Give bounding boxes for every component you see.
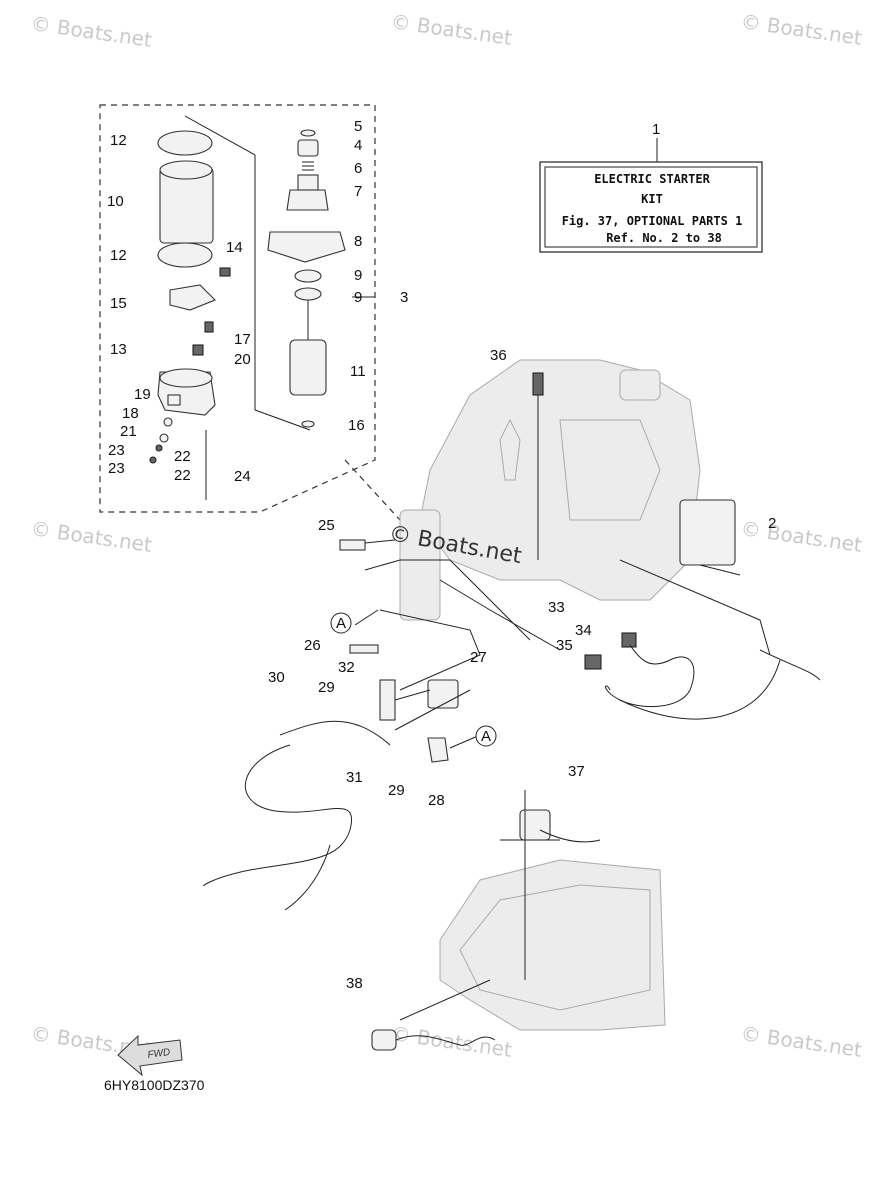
leader-lines: [354, 395, 771, 749]
clip-5: [300, 129, 316, 137]
brush-17: [204, 321, 214, 333]
callout-label: 12: [110, 247, 127, 264]
callout-label: 34: [575, 622, 592, 639]
callout-label: 6: [354, 160, 362, 177]
callout-label: 37: [568, 763, 585, 780]
assembly-line: [184, 115, 311, 431]
callout-label: 5: [354, 118, 362, 135]
callout-label: 31: [346, 769, 363, 786]
installed-starter: [339, 509, 441, 654]
watermark: © Boats.net: [389, 1021, 513, 1062]
part-18: [192, 344, 204, 356]
callout-label: 1: [652, 121, 660, 138]
nut-23: [155, 444, 163, 452]
callout-label: 10: [107, 193, 124, 210]
bolt-36: [532, 372, 544, 396]
harness-30: [203, 720, 391, 911]
callout-label: 19: [134, 386, 151, 403]
callout-label: 2: [768, 515, 776, 532]
kit-box-figure-ref: Fig. 37, OPTIONAL PARTS 1: [562, 214, 743, 228]
starter-relay-27: [379, 679, 459, 763]
callout-label: 24: [234, 468, 251, 485]
callout-label: 29: [388, 782, 405, 799]
callout-label: 13: [110, 341, 127, 358]
callout-label: 32: [338, 659, 355, 676]
callout-label: 28: [428, 792, 445, 809]
front-bracket-8: [267, 231, 346, 263]
fwd-arrow: FWD: [117, 1034, 183, 1077]
callout-label: 8: [354, 233, 362, 250]
kit-box-ref-range: Ref. No. 2 to 38: [606, 231, 722, 245]
callout-label: 35: [556, 637, 573, 654]
bottom-cowling: [439, 859, 666, 1031]
brush-14: [219, 267, 231, 277]
callout-label: 17: [234, 331, 251, 348]
o-ring-12-top: [157, 130, 213, 156]
o-ring-12-bottom: [157, 242, 213, 268]
callout-label: 23: [108, 442, 125, 459]
ref-mark-a: A: [481, 728, 491, 745]
washer-19: [163, 417, 173, 427]
brush-holder-15: [169, 284, 216, 311]
neutral-switch-37: [500, 790, 601, 980]
callout-label: 9: [354, 267, 362, 284]
callout-label: 29: [318, 679, 335, 696]
relay-harness: [584, 632, 821, 720]
callout-label: 21: [120, 423, 137, 440]
callout-label: 36: [490, 347, 507, 364]
callout-label: 14: [226, 239, 243, 256]
callout-label: 9: [354, 289, 362, 306]
engine-block: [419, 359, 701, 601]
ref-marks: A A: [330, 612, 497, 747]
callout-label: 22: [174, 448, 191, 465]
kit-box-subtitle: KIT: [641, 192, 663, 206]
callout-numbers: 1 2 3 4 5 6 7 8 9 9 10 11 12 12 13 14 15…: [107, 118, 776, 992]
callout-label: 23: [108, 460, 125, 477]
watermark: © Boats.net: [739, 1021, 863, 1062]
spring-6: [302, 161, 314, 171]
stopper-4: [297, 139, 319, 157]
washer-21: [159, 433, 169, 443]
pinion-7: [286, 189, 329, 211]
washer-9a: [294, 269, 322, 283]
callout-label: 20: [234, 351, 251, 368]
callout-label: 38: [346, 975, 363, 992]
part-20: [167, 394, 181, 406]
callout-label: 33: [548, 599, 565, 616]
watermark: © Boats.net: [29, 11, 153, 52]
watermark: © Boats.net: [739, 9, 863, 50]
kit-box-title: ELECTRIC STARTER: [594, 172, 710, 186]
diagram-code: 6HY8100DZ370: [104, 1077, 205, 1093]
starter-motor-parts: [149, 129, 346, 500]
callout-label: 16: [348, 417, 365, 434]
callout-label: 27: [470, 649, 487, 666]
callout-label: 15: [110, 295, 127, 312]
callout-label: 18: [122, 405, 139, 422]
fwd-label: FWD: [147, 1047, 171, 1061]
starter-group-border: [99, 104, 376, 513]
armature-11: [289, 339, 327, 396]
regulator-2: [679, 499, 741, 576]
callout-label: 25: [318, 517, 335, 534]
nut-23b: [149, 456, 157, 464]
callout-label: 3: [400, 289, 408, 306]
ref-mark-a: A: [336, 615, 346, 632]
callout-label: 4: [354, 137, 362, 154]
group-leader: [344, 459, 401, 521]
washer-16: [301, 420, 315, 428]
callout-label: 26: [304, 637, 321, 654]
sensor-38: [371, 979, 496, 1051]
callout-label: 7: [354, 183, 362, 200]
callout-label: 11: [350, 363, 366, 380]
callout-label: 22: [174, 467, 191, 484]
kit-info-box: ELECTRIC STARTER KIT Fig. 37, OPTIONAL P…: [539, 138, 763, 253]
watermark: © Boats.net: [389, 9, 513, 50]
watermark: © Boats.net: [739, 516, 863, 557]
callout-label: 30: [268, 669, 285, 686]
watermark: © Boats.net: [29, 516, 153, 557]
callout-label: 12: [110, 132, 127, 149]
washer-9b: [294, 287, 322, 301]
